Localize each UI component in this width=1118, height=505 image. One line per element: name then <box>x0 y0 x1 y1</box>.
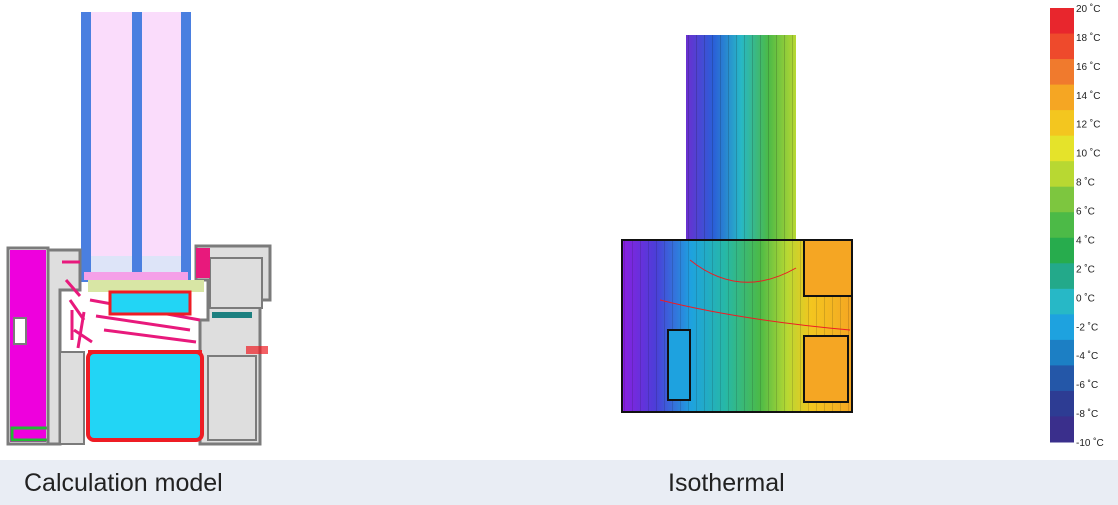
edge-seal <box>84 272 188 280</box>
insulation-bar <box>88 280 204 292</box>
scale-label: -6 ˚C <box>1076 379 1098 391</box>
scale-label: -2 ˚C <box>1076 321 1098 333</box>
caption-isothermal: Isothermal <box>668 469 785 497</box>
frame-chamber-bottom <box>207 355 257 441</box>
scale-label: 0 ˚C <box>1076 292 1095 304</box>
scale-label: 20 ˚C <box>1076 3 1100 15</box>
calculation-model-panel <box>0 0 560 460</box>
scale-swatch <box>1050 8 1074 35</box>
scale-label: 4 ˚C <box>1076 234 1095 246</box>
sash-left <box>46 248 82 446</box>
drain-slot <box>13 317 27 345</box>
scale-swatch <box>1050 186 1074 213</box>
glass-sheet-outer <box>81 12 91 282</box>
scale-swatch <box>1050 237 1074 264</box>
gasket-top-right <box>196 248 210 278</box>
isothermal-panel: 20 ˚C 18 ˚C 16 ˚C 14 ˚C 12 ˚C 10 ˚C 8 ˚C 6 ˚C 4 … <box>560 0 1118 460</box>
iso-red-line-2 <box>659 299 851 331</box>
scale-swatch <box>1050 33 1074 60</box>
scale-label: -4 ˚C <box>1076 350 1098 362</box>
upper-cavity <box>108 290 192 316</box>
iso-chamber-lower <box>803 335 849 403</box>
iso-chamber-upper <box>803 239 853 297</box>
scale-swatch <box>1050 84 1074 111</box>
scale-swatch <box>1050 390 1074 417</box>
scale-label: 14 ˚C <box>1076 90 1100 102</box>
scale-label: 18 ˚C <box>1076 32 1100 44</box>
caption-bar <box>0 460 1118 505</box>
iso-red-line <box>689 259 797 283</box>
magenta-profile <box>10 250 46 442</box>
scale-swatch <box>1050 212 1074 239</box>
scale-label: -10 ˚C <box>1076 437 1104 449</box>
scale-swatch <box>1050 263 1074 290</box>
scale-label: 6 ˚C <box>1076 206 1095 218</box>
scale-label: 10 ˚C <box>1076 148 1100 160</box>
scale-swatch <box>1050 288 1074 315</box>
scale-swatch <box>1050 161 1074 188</box>
scale-swatch <box>1050 314 1074 341</box>
scale-swatch <box>1050 416 1074 443</box>
temperature-scale: 20 ˚C 18 ˚C 16 ˚C 14 ˚C 12 ˚C 10 ˚C 8 ˚C 6 ˚C 4 … <box>1050 3 1104 449</box>
scale-swatch <box>1050 135 1074 162</box>
window-section-model <box>6 12 272 446</box>
seal-small <box>246 346 268 354</box>
scale-swatch <box>1050 110 1074 137</box>
scale-label: -8 ˚C <box>1076 408 1098 420</box>
main-cavity <box>86 350 204 442</box>
iso-frame-outline <box>621 239 853 413</box>
scale-label: 8 ˚C <box>1076 177 1095 189</box>
scale-swatch <box>1050 365 1074 392</box>
sash-chamber-left <box>59 351 85 445</box>
scale-label: 2 ˚C <box>1076 263 1095 275</box>
glass-sheet-inner <box>181 12 191 282</box>
glass-sheet-middle <box>132 12 142 282</box>
isothermal-plot: 20 ˚C 18 ˚C 16 ˚C 14 ˚C 12 ˚C 10 ˚C 8 ˚C 6 ˚C 4 … <box>621 3 1104 449</box>
teal-strip <box>212 312 252 318</box>
scale-swatch <box>1050 339 1074 366</box>
scale-label: 16 ˚C <box>1076 61 1100 73</box>
scale-swatch <box>1050 59 1074 86</box>
iso-glass-lines <box>686 35 796 265</box>
frame-chamber-top <box>209 257 263 309</box>
iso-chamber-left <box>667 329 691 401</box>
scale-label: 12 ˚C <box>1076 119 1100 131</box>
caption-calculation-model: Calculation model <box>24 469 223 497</box>
